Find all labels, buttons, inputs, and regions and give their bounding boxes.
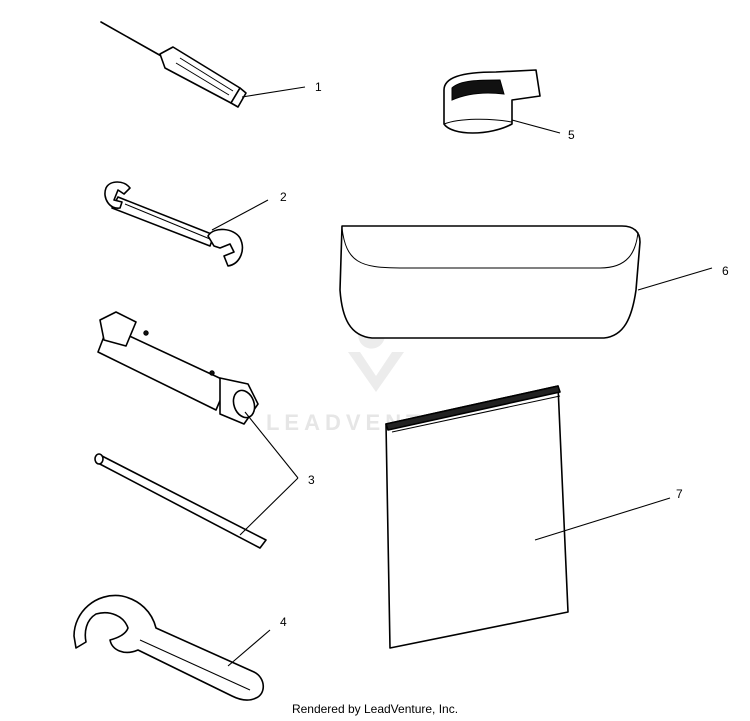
callout-line-5: [511, 119, 561, 134]
footer-credit: Rendered by LeadVenture, Inc.: [291, 702, 459, 716]
callout-line-7: [534, 497, 671, 541]
callout-lines: [211, 86, 713, 667]
tommy-bar: [94, 453, 267, 549]
callout-line-2: [211, 199, 269, 231]
callout-number: 7: [676, 487, 683, 501]
tool-pouch: [339, 225, 641, 339]
callout-numbers: 1 2 3 4 5 6 7: [280, 80, 729, 629]
callout-line-3a: [244, 411, 299, 479]
tube-socket-wrench: [97, 311, 259, 425]
callout-line-6: [637, 267, 713, 291]
callout-line-3b: [239, 477, 299, 536]
spanner-wrench: [73, 594, 265, 701]
callout-line-4: [227, 629, 271, 667]
callout-number: 4: [280, 615, 287, 629]
callout-number: 1: [315, 80, 322, 94]
callout-number: 6: [722, 264, 729, 278]
callout-number: 2: [280, 190, 287, 204]
callout-number: 5: [568, 128, 575, 142]
callout-line-1: [241, 86, 306, 98]
open-end-wrench: [104, 181, 244, 267]
screwdriver: [100, 21, 247, 108]
manual: [385, 385, 569, 649]
callout-number: 3: [308, 473, 315, 487]
strap: [443, 69, 541, 134]
